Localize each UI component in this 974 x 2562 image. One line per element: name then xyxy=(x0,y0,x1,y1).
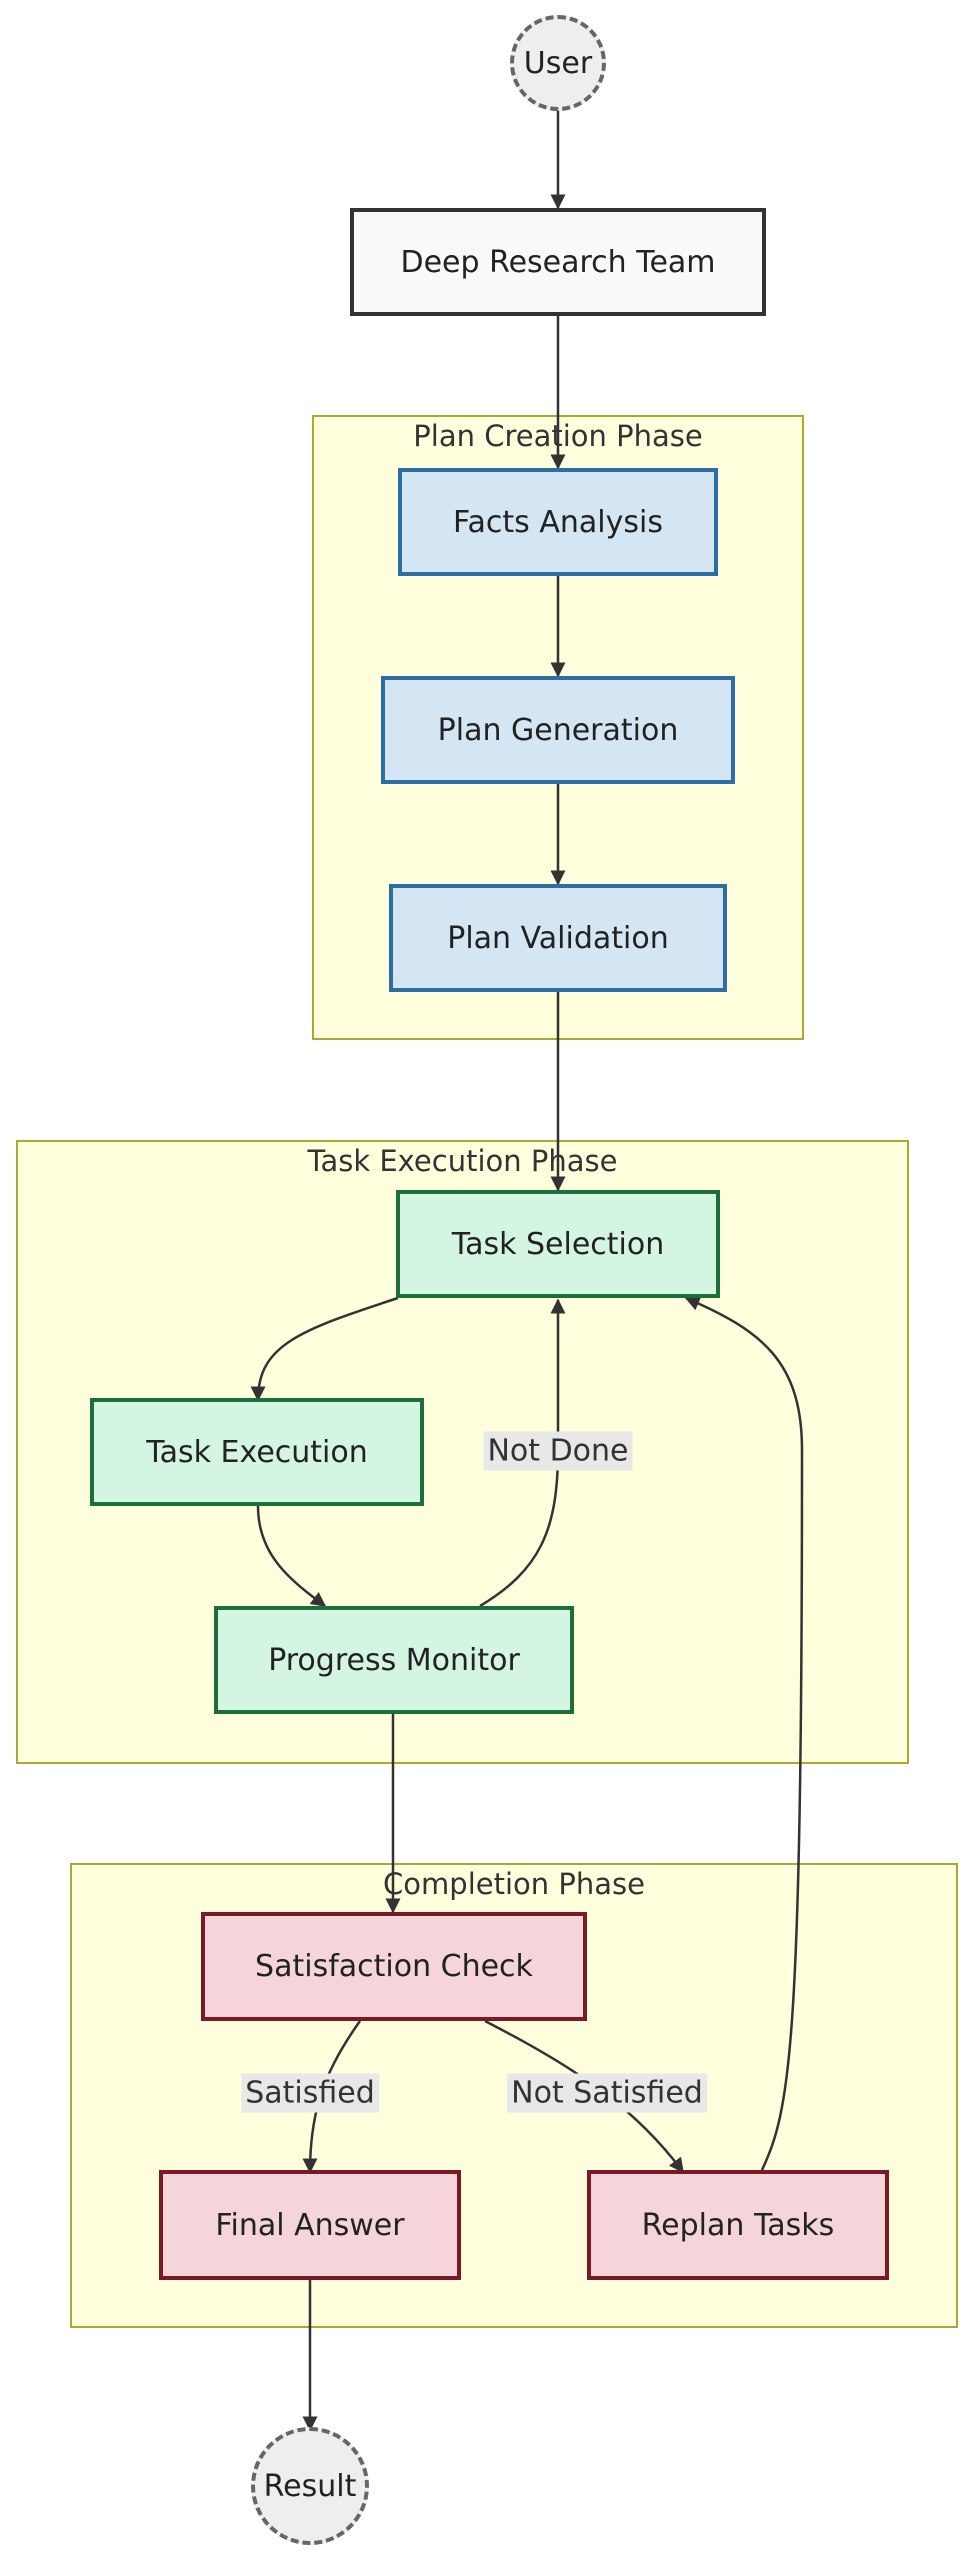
result-node: Result xyxy=(251,2427,369,2545)
completion-phase-title: Completion Phase xyxy=(383,1867,645,1901)
plan-validation-node: Plan Validation xyxy=(389,884,727,992)
edge-selection-to-execution xyxy=(250,1296,399,1402)
edge-label-satisfied: Satisfied xyxy=(241,2073,379,2113)
edge-execution-to-monitor xyxy=(256,1505,327,1608)
task-execution-node: Task Execution xyxy=(90,1398,424,1506)
edge-label-not-satisfied: Not Satisfied xyxy=(507,2073,707,2113)
task-selection-node: Task Selection xyxy=(396,1190,720,1298)
facts-analysis-node: Facts Analysis xyxy=(398,468,718,576)
edge-label-not-done: Not Done xyxy=(483,1431,633,1471)
deep-research-team-node: Deep Research Team xyxy=(350,208,766,316)
replan-tasks-node: Replan Tasks xyxy=(587,2170,889,2280)
task-execution-phase-title: Task Execution Phase xyxy=(307,1144,618,1178)
edge-replan-to-selection xyxy=(684,1296,804,2171)
satisfaction-check-node: Satisfaction Check xyxy=(201,1912,587,2021)
progress-monitor-node: Progress Monitor xyxy=(214,1606,574,1714)
user-node: User xyxy=(510,15,606,111)
final-answer-node: Final Answer xyxy=(159,2170,461,2280)
plan-generation-node: Plan Generation xyxy=(381,676,735,784)
